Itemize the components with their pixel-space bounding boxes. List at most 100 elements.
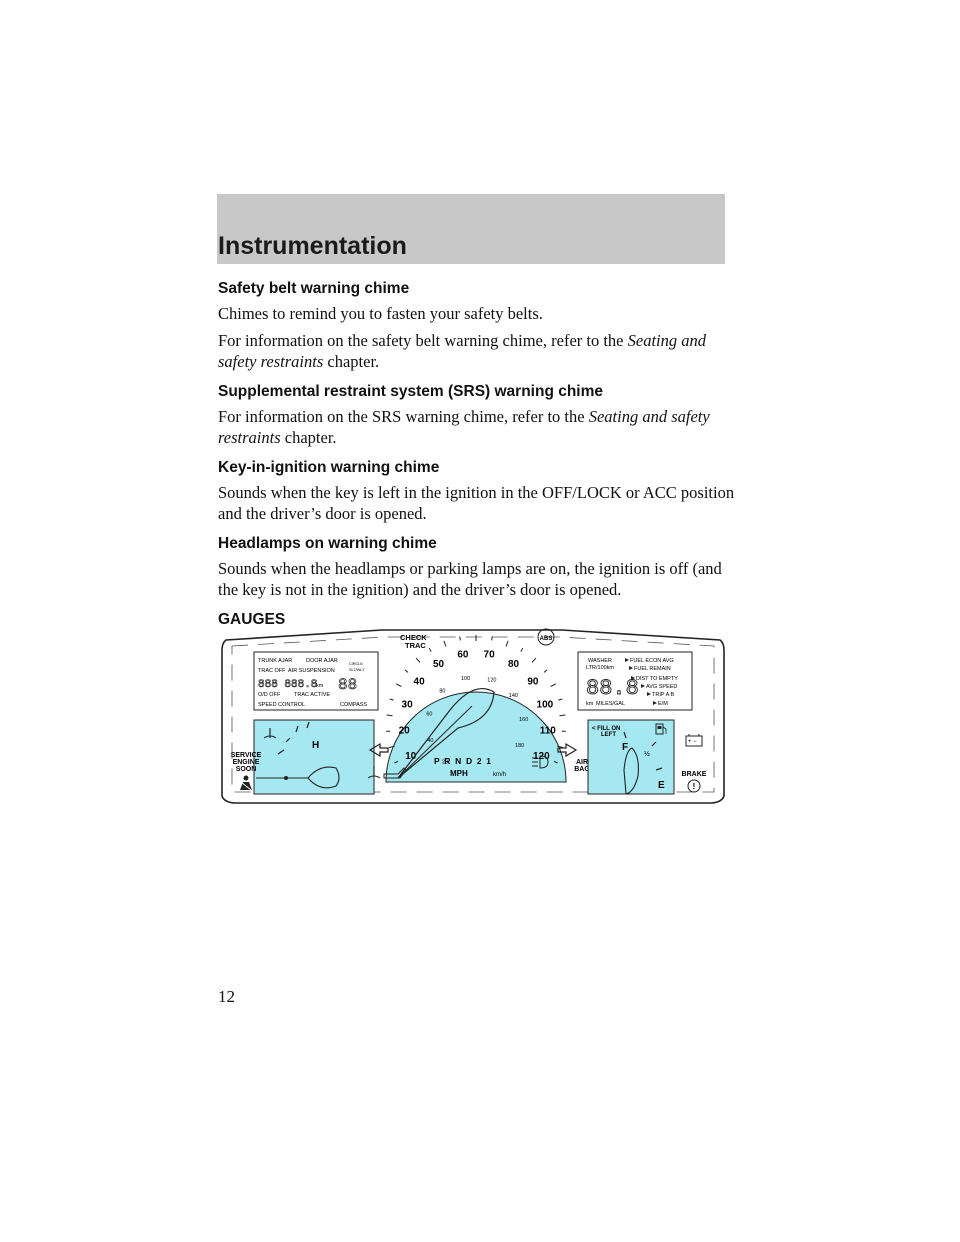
headlamp-icon — [532, 755, 549, 769]
trunk-ajar-indicator: TRUNK AJAR — [258, 658, 292, 664]
mph-scale-label: 20 — [399, 726, 411, 737]
mph-scale-label: 100 — [537, 700, 554, 711]
gear-selector-indicator: P R N D 2 1 — [434, 756, 491, 766]
arrow-icon — [653, 701, 657, 705]
speedometer-tick — [394, 760, 399, 764]
temperature-hot-label: H — [312, 740, 319, 751]
speedometer-tick — [531, 657, 537, 663]
safety-belt-reference: For information on the safety belt warni… — [218, 331, 706, 371]
service-engine-soon-line3: SOON — [236, 766, 257, 773]
ltr-100km-indicator: LTR/100km — [586, 665, 614, 671]
mph-scale-label: 80 — [508, 659, 520, 670]
gauges-heading: GAUGES — [218, 611, 286, 628]
fuel-full-label: F — [622, 742, 628, 753]
speedometer-tick — [415, 657, 421, 663]
left-message-display — [253, 651, 379, 711]
right-message-display — [577, 651, 693, 711]
mph-scale-label: 90 — [527, 676, 539, 687]
service-engine-soon-line1: SERVICE — [231, 752, 262, 759]
mph-scale-label: 10 — [405, 751, 417, 762]
kmh-scale-label: 180 — [515, 743, 524, 749]
left-turn-signal-icon — [368, 742, 389, 758]
speedometer-tick — [395, 683, 402, 687]
speedometer-tick — [553, 760, 558, 764]
trip-computer-digits: 88.8 — [586, 676, 639, 701]
trip-selector-arrows — [625, 658, 657, 705]
section-heading-srs: Supplemental restraint system (SRS) warn… — [218, 383, 604, 400]
page-number: 12 — [218, 987, 235, 1006]
arrow-icon — [631, 676, 635, 680]
mph-scale-label: 50 — [433, 659, 445, 670]
content: Safety belt warning chime Chimes to remi… — [218, 280, 738, 629]
speedometer-needle — [397, 688, 495, 779]
arrow-icon — [647, 692, 651, 696]
headlamps-text: Sounds when the headlamps or parking lam… — [218, 559, 722, 599]
speedometer-tick — [557, 745, 564, 749]
washer-indicator: WASHER — [588, 658, 612, 664]
right-km-indicator: km — [586, 701, 594, 707]
speedometer-tick — [428, 647, 432, 652]
fuel-remain-indicator: FUEL REMAIN — [634, 666, 671, 672]
door-ajar-indicator: DOOR AJAR — [306, 658, 338, 664]
mph-scale-label: 70 — [484, 650, 496, 661]
mph-scale-label: 60 — [457, 650, 469, 661]
abs-label: ABS — [540, 636, 553, 642]
speedometer-tick — [459, 636, 461, 641]
kmh-scale-label: 40 — [427, 738, 433, 744]
fuel-empty-label: E — [658, 780, 665, 791]
section-heading-headlamps: Headlamps on warning chime — [218, 535, 437, 552]
service-engine-soon-line2: ENGINE — [233, 759, 260, 766]
speedometer-tick — [559, 714, 566, 717]
kmh-scale-label: 20 — [442, 760, 448, 766]
speedometer-tick — [404, 669, 409, 673]
needle-line — [397, 705, 473, 779]
mph-scale-label: 110 — [540, 726, 557, 737]
kmh-scale-label: 120 — [487, 678, 496, 684]
fill-on-left-line1: < FILL ON — [592, 726, 620, 732]
slowly-indicator: SLOWLY — [349, 668, 365, 672]
air-suspension-indicator: AIR SUSPENSION — [288, 668, 335, 674]
speedometer-tick — [389, 698, 394, 701]
speedometer-tick — [388, 745, 395, 749]
fill-on-left-line2: LEFT — [601, 732, 616, 738]
temperature-gauge-face — [253, 719, 375, 795]
brake-label: BRAKE — [682, 771, 707, 778]
trac-off-indicator: TRAC OFF — [258, 668, 286, 674]
srs-reference: For information on the SRS warning chime… — [218, 407, 710, 447]
cluster-housing — [221, 629, 725, 804]
mph-scale-label: 40 — [414, 676, 426, 687]
speedometer-tick — [543, 669, 548, 673]
speedometer-tick — [443, 640, 447, 647]
chapter-reference: Seating and safety restraints — [218, 331, 706, 371]
battery-icon: + − — [685, 734, 703, 747]
trac-active-indicator: TRAC ACTIVE — [294, 692, 330, 698]
key-in-ignition-text: Sounds when the key is left in the ignit… — [218, 483, 735, 523]
header-band — [217, 194, 725, 264]
speedometer-tick — [558, 698, 563, 701]
mph-label: MPH — [450, 769, 468, 778]
speed-control-indicator: SPEED CONTROL — [258, 702, 305, 708]
em-indicator: E/M — [658, 701, 668, 707]
svg-text:+ −: + − — [688, 739, 697, 745]
section-heading-safety-belt: Safety belt warning chime — [218, 280, 410, 297]
fuel-econ-avg-indicator: FUEL ECON AVG — [630, 658, 674, 664]
air-bag-line2: BAG — [574, 766, 590, 773]
temperature-needle — [256, 766, 340, 789]
arrow-icon — [625, 658, 629, 662]
fuel-half-label: ½ — [644, 750, 650, 758]
brake-warning-icon: ! — [687, 779, 701, 793]
speedometer-tick — [505, 640, 509, 647]
od-off-indicator: O/D OFF — [258, 692, 281, 698]
kmh-scale-label: 160 — [519, 717, 528, 723]
kmh-scale-label: 140 — [509, 693, 518, 699]
cluster-inner-outline — [231, 636, 715, 793]
circle-indicator: CIRCLE — [349, 662, 363, 666]
arrow-icon — [641, 684, 645, 688]
trip-ab-indicator: TRIP A B — [652, 692, 675, 698]
kmh-label: km/h — [493, 772, 506, 778]
mph-tick-marks — [386, 635, 566, 764]
